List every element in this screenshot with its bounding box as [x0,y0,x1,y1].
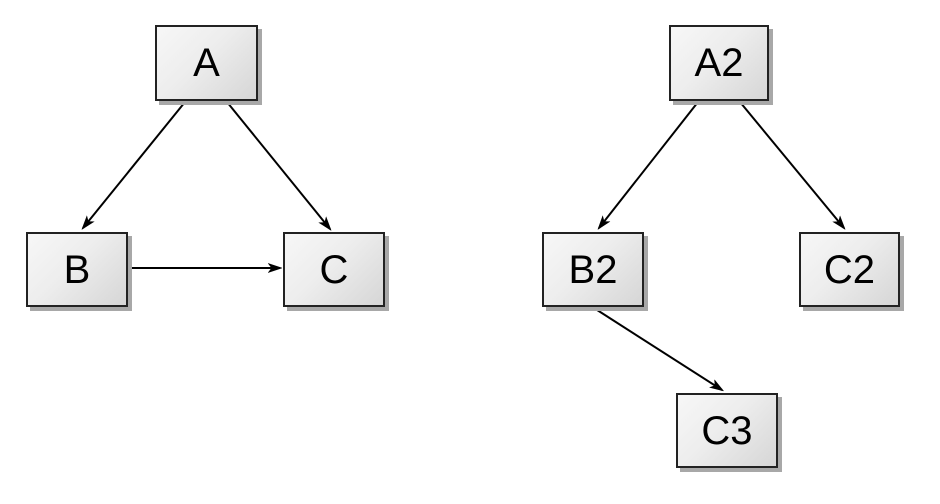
edge-A-C [226,101,330,229]
node-A-label: A [193,41,220,85]
node-B[interactable]: B [26,232,128,307]
edge-B2-C3 [593,307,722,390]
node-C[interactable]: C [283,232,385,307]
node-B2[interactable]: B2 [542,232,644,307]
node-C2-label: C2 [823,247,876,292]
node-C-label: C [319,247,349,292]
node-C3-label: C3 [701,408,753,453]
node-C2[interactable]: C2 [799,232,900,307]
node-A[interactable]: A [155,25,258,101]
edge-A2-B2 [599,101,699,228]
node-A2-label: A2 [694,41,744,85]
node-A2[interactable]: A2 [669,25,769,101]
node-B-label: B [63,247,91,292]
node-B2-label: B2 [568,247,618,292]
node-C3[interactable]: C3 [676,393,778,468]
edge-A-B [83,101,186,228]
edge-A2-C2 [739,101,844,228]
